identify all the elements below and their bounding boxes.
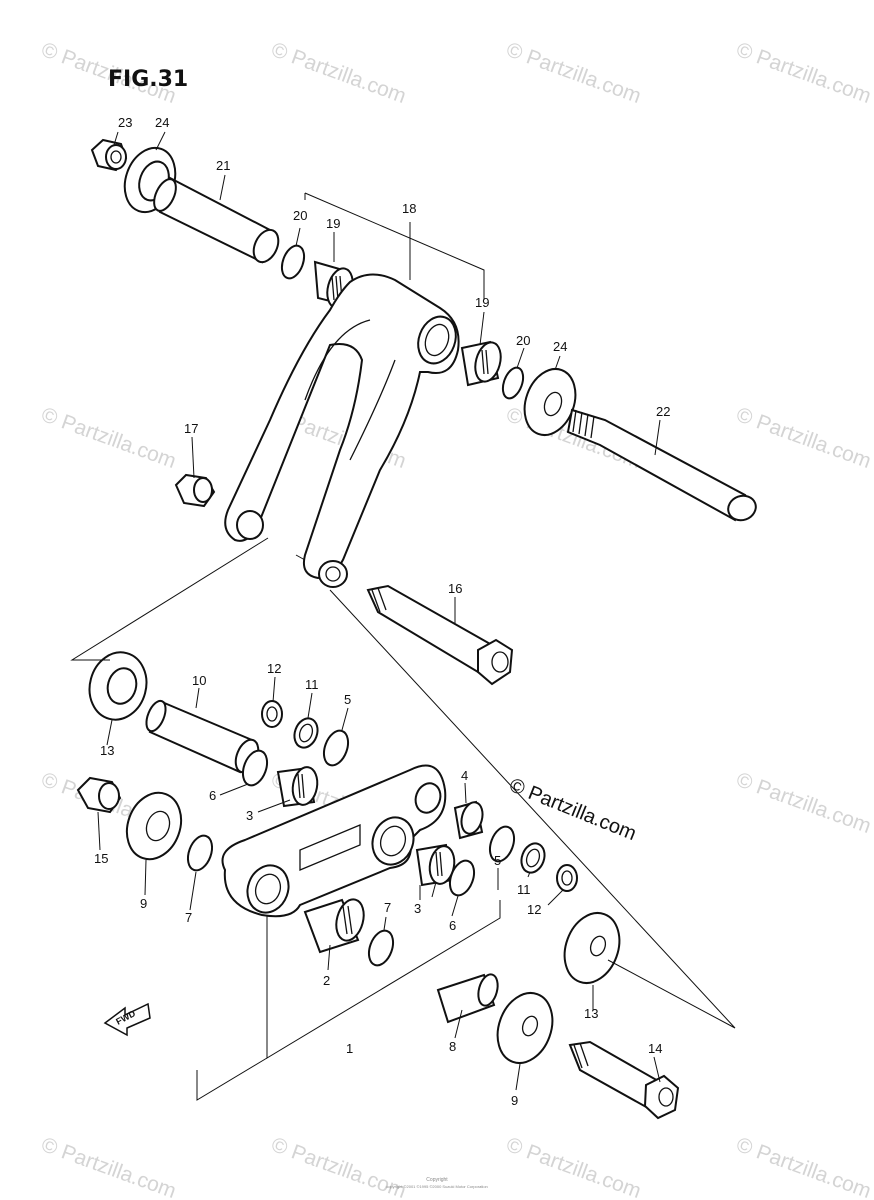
callout-9[interactable]: 9 xyxy=(140,896,147,911)
callout-18[interactable]: 18 xyxy=(402,201,416,216)
part-13-spacer-right[interactable] xyxy=(555,905,628,990)
callout-9-right[interactable]: 9 xyxy=(511,1093,518,1108)
part-21-sleeve[interactable] xyxy=(150,176,283,266)
callouts: 23 24 21 20 19 18 19 20 24 22 17 16 10 1… xyxy=(94,115,670,1108)
part-8-sleeve[interactable] xyxy=(436,972,501,1024)
callout-6-right[interactable]: 6 xyxy=(449,918,456,933)
callout-22[interactable]: 22 xyxy=(656,404,670,419)
callout-6[interactable]: 6 xyxy=(209,788,216,803)
watermark: © Partzilla.com xyxy=(38,1133,179,1200)
part-9-washer[interactable] xyxy=(118,785,190,867)
callout-20-right[interactable]: 20 xyxy=(516,333,530,348)
part-3-bearing[interactable] xyxy=(276,765,320,808)
watermark: © Partzilla.com xyxy=(268,38,409,108)
footer-subtext: copyright ©2001 ©1995 ©2000 Suzuki Motor… xyxy=(386,1184,488,1189)
part-12-seal-right[interactable] xyxy=(556,864,578,892)
diagonal-watermark: © Partzilla.com xyxy=(506,774,639,845)
part-11-ring[interactable] xyxy=(291,715,322,751)
callout-19[interactable]: 19 xyxy=(326,216,340,231)
callout-24[interactable]: 24 xyxy=(155,115,169,130)
callout-11[interactable]: 11 xyxy=(305,677,319,692)
callout-15[interactable]: 15 xyxy=(94,851,108,866)
part-1-cushion-rod[interactable] xyxy=(221,764,447,919)
callout-8[interactable]: 8 xyxy=(449,1039,456,1054)
part-5-oring-right[interactable] xyxy=(486,823,519,864)
part-22-long-bolt[interactable] xyxy=(566,408,759,524)
callout-13-right[interactable]: 13 xyxy=(584,1006,598,1021)
callout-12[interactable]: 12 xyxy=(267,661,281,676)
callout-17[interactable]: 17 xyxy=(184,421,198,436)
part-15-nut[interactable] xyxy=(76,776,122,814)
part-16-bolt[interactable] xyxy=(366,584,514,686)
part-4-sleeve[interactable] xyxy=(453,800,486,840)
part-7-oring[interactable] xyxy=(184,832,217,873)
part-20-oring[interactable] xyxy=(278,243,308,282)
watermark: © Partzilla.com xyxy=(733,403,874,473)
callout-23[interactable]: 23 xyxy=(118,115,132,130)
callout-12-right[interactable]: 12 xyxy=(527,902,541,917)
watermark: © Partzilla.com xyxy=(733,38,874,108)
part-13-spacer[interactable] xyxy=(82,646,154,726)
callout-3[interactable]: 3 xyxy=(246,808,253,823)
callout-7-right[interactable]: 7 xyxy=(384,900,391,915)
callout-4[interactable]: 4 xyxy=(461,768,468,783)
part-10-sleeve[interactable] xyxy=(143,698,263,775)
callout-5[interactable]: 5 xyxy=(344,692,351,707)
leader-lines xyxy=(70,131,736,1101)
part-2-bearing[interactable] xyxy=(303,896,368,954)
footer-copyright: Copyright xyxy=(426,1177,448,1183)
callout-3-right[interactable]: 3 xyxy=(414,901,421,916)
part-12-seal[interactable] xyxy=(261,700,283,728)
callout-11-right[interactable]: 11 xyxy=(517,882,531,897)
part-23-nut[interactable] xyxy=(90,138,128,172)
callout-21[interactable]: 21 xyxy=(216,158,230,173)
callout-19-right[interactable]: 19 xyxy=(475,295,489,310)
watermark: © Partzilla.com xyxy=(268,1133,409,1200)
callout-14[interactable]: 14 xyxy=(648,1041,662,1056)
part-17-nut[interactable] xyxy=(174,473,216,508)
callout-2[interactable]: 2 xyxy=(323,973,330,988)
callout-16[interactable]: 16 xyxy=(448,581,462,596)
callout-7[interactable]: 7 xyxy=(185,910,192,925)
callout-1[interactable]: 1 xyxy=(346,1041,353,1056)
part-20-oring-right[interactable] xyxy=(499,365,527,401)
callout-24-right[interactable]: 24 xyxy=(553,339,567,354)
watermark: © Partzilla.com xyxy=(503,1133,644,1200)
part-11-ring-right[interactable] xyxy=(518,840,549,876)
part-6-oring[interactable] xyxy=(239,747,272,788)
fwd-arrow-icon: FWD xyxy=(103,1002,151,1037)
watermark: © Partzilla.com xyxy=(733,768,874,838)
part-5-oring[interactable] xyxy=(320,727,353,768)
part-19-bearing-right[interactable] xyxy=(460,340,505,387)
callout-5-right[interactable]: 5 xyxy=(494,853,501,868)
part-7-oring-right[interactable] xyxy=(365,927,398,968)
part-6-oring-right[interactable] xyxy=(446,857,479,898)
part-14-bolt[interactable] xyxy=(568,1040,680,1120)
part-9-washer-right[interactable] xyxy=(488,985,561,1070)
watermark: © Partzilla.com xyxy=(733,1133,874,1200)
callout-20[interactable]: 20 xyxy=(293,208,307,223)
watermark: © Partzilla.com xyxy=(503,38,644,108)
part-18-cushion-lever[interactable] xyxy=(224,273,462,588)
callout-10[interactable]: 10 xyxy=(192,673,206,688)
figure-title: FIG.31 xyxy=(108,67,188,92)
callout-13[interactable]: 13 xyxy=(100,743,114,758)
watermark: © Partzilla.com xyxy=(38,403,179,473)
